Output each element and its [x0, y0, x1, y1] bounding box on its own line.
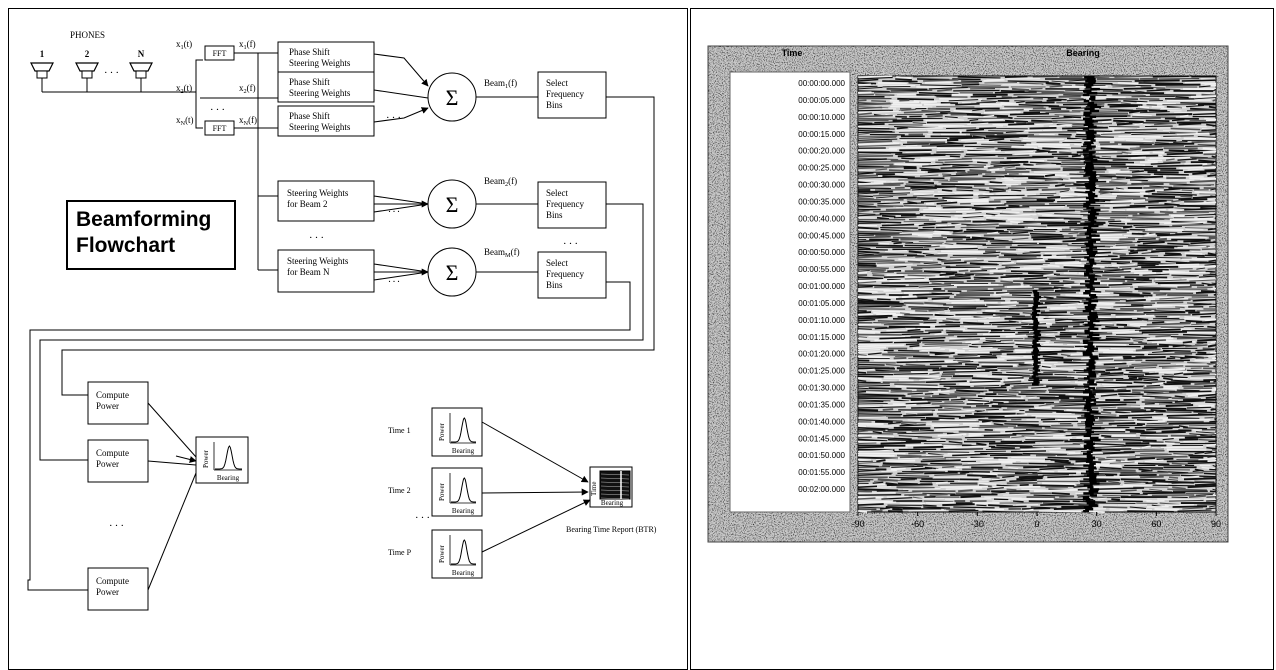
right-panel-frame [690, 8, 1274, 670]
left-panel-frame [8, 8, 688, 670]
flowchart-title-box: Beamforming Flowchart [66, 200, 236, 270]
flowchart-title-line-1: Beamforming [76, 207, 226, 233]
flowchart-title-line-2: Flowchart [76, 233, 226, 259]
